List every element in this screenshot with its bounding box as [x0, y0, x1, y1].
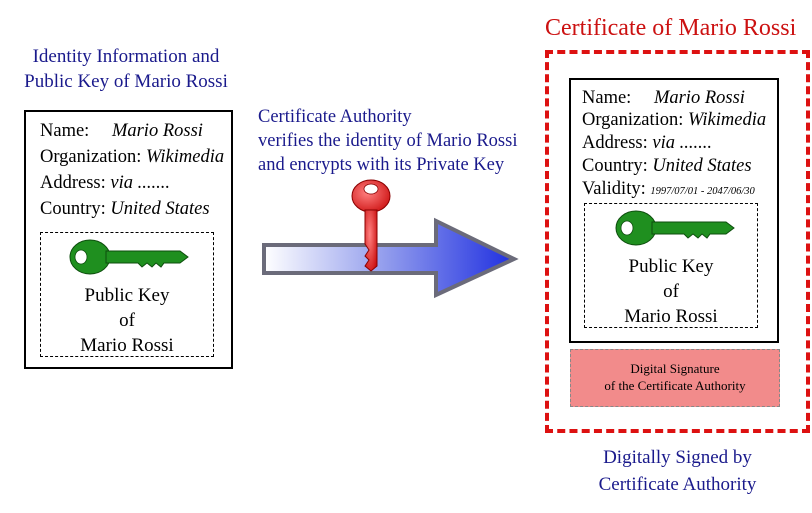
cert-pk-line1: Public Key [628, 256, 714, 277]
pk-line2: of [119, 310, 135, 331]
cert-org-label: Organization: [582, 110, 684, 130]
signed-by-caption: Digitally Signed by Certificate Authorit… [545, 444, 810, 498]
arrow [262, 217, 519, 299]
identity-name-row: Name: Mario Rossi [40, 118, 203, 144]
cert-public-key-box [584, 203, 758, 328]
identity-title: Identity Information and Public Key of M… [10, 44, 242, 94]
public-key-icon [615, 210, 735, 246]
identity-org-row: Organization: Wikimedia [40, 144, 224, 170]
digital-signature-box: Digital Signature of the Certificate Aut… [570, 349, 780, 407]
cert-validity-value: 1997/07/01 - 2047/06/30 [650, 186, 755, 197]
certificate-title: Certificate of Mario Rossi [545, 15, 797, 41]
cert-pk-line3: Mario Rossi [624, 306, 718, 327]
signed-line1: Digitally Signed by [603, 447, 752, 468]
cert-country-value: United States [652, 156, 752, 176]
cert-address-label: Address: [582, 133, 648, 153]
name-value: Mario Rossi [111, 121, 203, 141]
public-key-icon [69, 239, 189, 275]
cert-country-label: Country: [582, 156, 648, 176]
public-key-box [40, 232, 214, 357]
cert-address-row: Address: via ....... [582, 130, 712, 156]
cert-org-value: Wikimedia [688, 110, 767, 130]
certificate-border [545, 50, 810, 433]
cert-org-row: Organization: Wikimedia [582, 107, 766, 133]
sig-line1: Digital Signature [630, 361, 720, 376]
cert-validity-row: Validity: 1997/07/01 - 2047/06/30 [582, 176, 755, 205]
cert-name-label: Name: [582, 88, 632, 108]
address-value: via ....... [110, 173, 171, 193]
ca-line3: and encrypts with its Private Key [258, 155, 505, 175]
cert-public-key-label: Public Key of Mario Rossi [584, 254, 758, 329]
identity-address-row: Address: via ....... [40, 170, 170, 196]
ca-line1: Certificate Authority [258, 107, 412, 127]
pk-line3: Mario Rossi [80, 335, 174, 356]
private-key-icon [351, 179, 391, 272]
cert-validity-label: Validity: [582, 179, 646, 199]
country-label: Country: [40, 199, 106, 219]
cert-address-value: via ....... [652, 133, 713, 153]
address-label: Address: [40, 173, 106, 193]
identity-box [24, 110, 233, 369]
ca-description: Certificate Authority verifies the ident… [258, 105, 517, 177]
sig-line2: of the Certificate Authority [604, 378, 746, 393]
public-key-label: Public Key of Mario Rossi [40, 283, 214, 358]
cert-country-row: Country: United States [582, 153, 752, 179]
certificate-info-box [569, 78, 779, 343]
org-value: Wikimedia [146, 147, 225, 167]
pk-line1: Public Key [84, 285, 170, 306]
cert-name-value: Mario Rossi [653, 88, 745, 108]
identity-title-line2: Public Key of Mario Rossi [24, 71, 228, 92]
ca-line2: verifies the identity of Mario Rossi [258, 131, 518, 151]
cert-name-row: Name: Mario Rossi [582, 85, 745, 111]
country-value: United States [110, 199, 210, 219]
identity-title-line1: Identity Information and [32, 46, 220, 67]
signed-line2: Certificate Authority [598, 474, 757, 495]
org-label: Organization: [40, 147, 142, 167]
name-label: Name: [40, 121, 90, 141]
identity-country-row: Country: United States [40, 196, 210, 222]
cert-pk-line2: of [663, 281, 679, 302]
